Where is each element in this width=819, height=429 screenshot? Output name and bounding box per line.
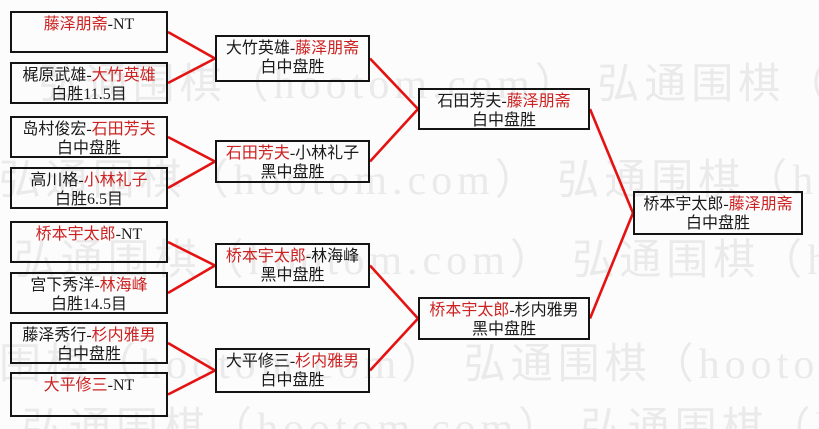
match-players: 石田芳夫-藤泽朋斋 — [420, 92, 588, 111]
connector-line — [369, 264, 419, 320]
winner-name: 藤泽朋斋 — [43, 16, 108, 33]
match-players: 藤泽朋斋-NT — [12, 15, 166, 34]
match-result: 白中盘胜 — [260, 372, 325, 389]
winner-name: 藤泽朋斋 — [728, 196, 793, 213]
connector-line — [167, 57, 216, 85]
player-name: -杉内雅男 — [509, 302, 579, 319]
connector-line — [167, 135, 216, 163]
match-box-sf1: 石田芳夫-藤泽朋斋白中盘胜 — [418, 88, 590, 130]
connector-line — [588, 212, 635, 319]
match-result: 白中盘胜 — [260, 59, 325, 76]
match-box-r2m1: 大竹英雄-藤泽朋斋白中盘胜 — [215, 35, 370, 82]
player-name: 石田芳夫- — [437, 93, 507, 110]
match-result: 白中盘胜 — [471, 112, 536, 129]
winner-name: 桥本宇太郎 — [225, 248, 306, 265]
connector-line — [167, 341, 216, 372]
match-players: 桥本宇太郎-藤泽朋斋 — [635, 195, 801, 214]
match-players: 高川格-小林礼子 — [12, 171, 166, 190]
match-result — [12, 244, 166, 263]
match-result: 白中盘胜 — [685, 215, 750, 232]
player-name: -NT — [107, 16, 135, 33]
match-box-r1m5: 桥本宇太郎-NT — [10, 221, 168, 263]
player-name: -NT — [107, 377, 135, 394]
winner-name: 石田芳夫 — [225, 145, 290, 162]
match-players: 宫下秀洋-林海峰 — [12, 276, 166, 295]
connector-line — [588, 108, 635, 214]
match-box-r1m4: 高川格-小林礼子白胜6.5目 — [10, 167, 168, 209]
player-name: -林海峰 — [305, 248, 360, 265]
player-name: 大平修三- — [225, 353, 296, 370]
player-name: 梶原武雄- — [22, 67, 92, 84]
match-box-f1: 桥本宇太郎-藤泽朋斋白中盘胜 — [633, 191, 803, 235]
winner-name: 藤泽朋斋 — [295, 40, 360, 57]
match-players: 藤泽秀行-杉内雅男 — [12, 326, 166, 345]
match-result — [12, 34, 166, 53]
winner-name: 石田芳夫 — [91, 121, 156, 138]
match-players: 大平修三-NT — [12, 376, 166, 395]
player-name: -NT — [115, 226, 143, 243]
player-name: 桥本宇太郎- — [643, 196, 729, 213]
connector-line — [369, 108, 419, 163]
player-name: 宫下秀洋- — [30, 277, 100, 294]
match-box-r2m2: 石田芳夫-小林礼子黑中盘胜 — [215, 140, 370, 183]
player-name: 岛村俊宏- — [22, 121, 92, 138]
match-players: 梶原武雄-大竹英雄 — [12, 66, 166, 85]
player-name: 高川格- — [30, 172, 84, 189]
player-name: 大竹英雄- — [225, 40, 296, 57]
winner-name: 桥本宇太郎 — [35, 226, 116, 243]
match-players: 大平修三-杉内雅男 — [217, 352, 368, 371]
match-box-r1m2: 梶原武雄-大竹英雄白胜11.5目 — [10, 62, 168, 104]
match-players: 石田芳夫-小林礼子 — [217, 144, 368, 163]
match-box-r1m8: 大平修三-NT — [10, 372, 168, 417]
match-box-r1m3: 岛村俊宏-石田芳夫白中盘胜 — [10, 116, 168, 158]
connector-line — [167, 30, 216, 60]
player-name: -小林礼子 — [289, 145, 360, 162]
match-players: 桥本宇太郎-林海峰 — [217, 247, 368, 266]
match-box-sf2: 桥本宇太郎-杉内雅男黑中盘胜 — [418, 297, 590, 340]
winner-name: 林海峰 — [99, 277, 148, 294]
winner-name: 桥本宇太郎 — [429, 302, 510, 319]
match-result: 白中盘胜 — [56, 140, 121, 157]
winner-name: 小林礼子 — [83, 172, 148, 189]
match-result: 白胜11.5目 — [51, 86, 127, 103]
match-result: 白中盘胜 — [56, 346, 121, 363]
match-players: 桥本宇太郎-杉内雅男 — [420, 301, 588, 320]
match-box-r2m4: 大平修三-杉内雅男白中盘胜 — [215, 348, 370, 393]
match-box-r2m3: 桥本宇太郎-林海峰黑中盘胜 — [215, 243, 370, 288]
match-result: 黑中盘胜 — [260, 164, 325, 181]
match-players: 岛村俊宏-石田芳夫 — [12, 120, 166, 139]
match-result: 黑中盘胜 — [471, 321, 536, 338]
connector-line — [167, 160, 216, 190]
match-players: 桥本宇太郎-NT — [12, 225, 166, 244]
winner-name: 杉内雅男 — [295, 353, 360, 370]
connector-line — [167, 264, 216, 295]
connector-line — [369, 317, 419, 372]
match-box-r1m7: 藤泽秀行-杉内雅男白中盘胜 — [10, 322, 168, 364]
match-result: 黑中盘胜 — [260, 267, 325, 284]
winner-name: 大竹英雄 — [91, 67, 156, 84]
match-result — [12, 395, 166, 414]
winner-name: 大平修三 — [43, 377, 108, 394]
match-box-r1m1: 藤泽朋斋-NT — [10, 11, 168, 53]
match-result: 白胜14.5目 — [50, 296, 127, 313]
winner-name: 杉内雅男 — [91, 327, 156, 344]
match-box-r1m6: 宫下秀洋-林海峰白胜14.5目 — [10, 272, 168, 314]
connector-line — [369, 57, 419, 110]
match-players: 大竹英雄-藤泽朋斋 — [217, 39, 368, 58]
match-result: 白胜6.5目 — [54, 191, 123, 208]
winner-name: 藤泽朋斋 — [506, 93, 571, 110]
connector-line — [167, 369, 216, 396]
player-name: 藤泽秀行- — [22, 327, 92, 344]
connector-line — [167, 240, 216, 267]
